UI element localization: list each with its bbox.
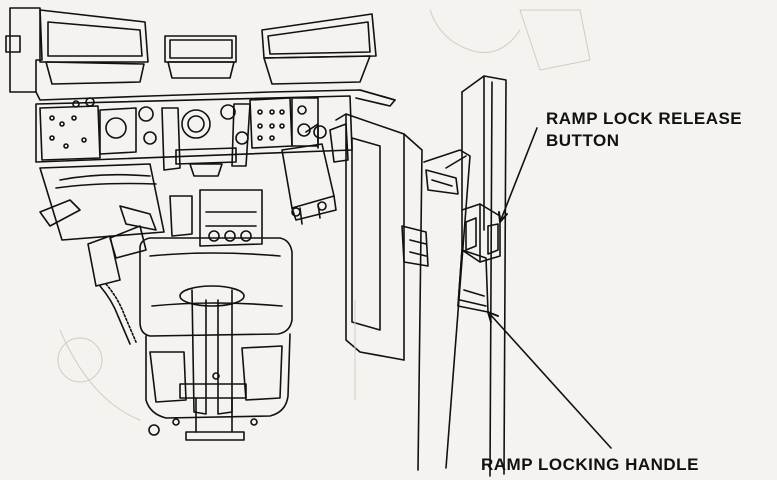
instrument-panel (35, 95, 353, 163)
throttle-control-box (281, 123, 337, 225)
callout-line-2: BUTTON (546, 131, 620, 150)
ramp-lock-release-button (461, 203, 501, 263)
wall-latch-fittings (329, 123, 459, 267)
bleed-through-strokes (57, 9, 591, 421)
callout-ramp-lock-release-button: RAMP LOCK RELEASE BUTTON (546, 108, 742, 152)
driver-seat (139, 237, 293, 441)
arrowhead-release-button (498, 211, 508, 223)
hull-wall-panels (335, 113, 471, 471)
leader-line-release-button (499, 127, 538, 223)
vision-block-center (164, 35, 237, 79)
vision-block-right (261, 13, 377, 85)
arrowhead-locking-handle (487, 311, 499, 323)
steering-yoke (161, 103, 251, 177)
floor-pedals (169, 189, 263, 247)
left-console (39, 163, 165, 345)
ramp-frame-post (461, 75, 507, 477)
vision-block-left (5, 7, 149, 93)
callout-ramp-locking-handle: RAMP LOCKING HANDLE (481, 455, 699, 474)
leader-line-locking-handle (487, 311, 612, 449)
callout-line-1: RAMP LOCK RELEASE (546, 109, 743, 128)
